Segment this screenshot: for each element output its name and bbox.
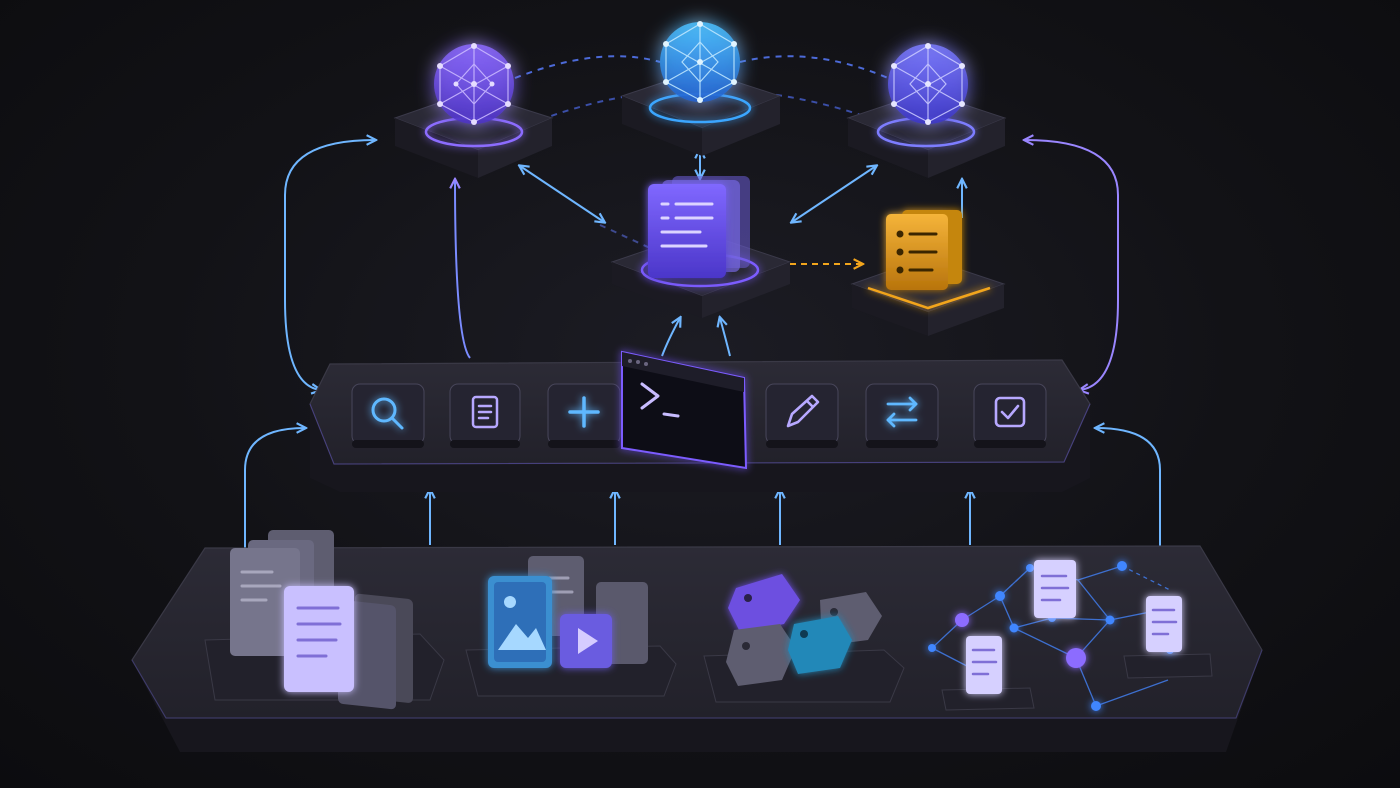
tag-icon bbox=[726, 574, 882, 686]
dashed-link-center-right bbox=[739, 55, 889, 79]
add-tool-button[interactable] bbox=[547, 383, 621, 448]
documents-source[interactable] bbox=[204, 530, 445, 710]
arrow-toolbar-hub-1 bbox=[661, 318, 680, 357]
network-sphere-icon bbox=[660, 21, 740, 103]
arrow-loop-left bbox=[284, 140, 375, 390]
data-sources-platform bbox=[131, 530, 1263, 752]
arrow-toolbar-model-left bbox=[455, 180, 471, 359]
document-icon bbox=[471, 395, 499, 429]
model-node-left[interactable] bbox=[393, 43, 554, 178]
image-video-icon bbox=[488, 556, 648, 668]
network-sphere-icon bbox=[434, 43, 514, 125]
model-node-right[interactable] bbox=[846, 43, 1007, 178]
model-node-center[interactable] bbox=[620, 21, 782, 156]
arrow-model-left-hub bbox=[520, 166, 604, 222]
network-sphere-icon bbox=[888, 43, 968, 125]
document-stack-icon bbox=[230, 530, 413, 710]
dashed-link-hub bbox=[599, 224, 651, 249]
dashed-link-left-right bbox=[539, 88, 871, 121]
arrow-source-right-toolbar bbox=[1096, 428, 1161, 548]
transfer-tool-button[interactable] bbox=[865, 383, 939, 448]
arrow-loop-right bbox=[1025, 140, 1119, 390]
document-tool-button[interactable] bbox=[449, 383, 521, 448]
edit-tool-button[interactable] bbox=[765, 383, 839, 448]
media-source[interactable] bbox=[465, 556, 677, 697]
checklist-scroll-icon bbox=[886, 210, 962, 290]
pencil-icon bbox=[786, 394, 820, 428]
arrow-toolbar-hub-2 bbox=[720, 318, 731, 357]
verify-tool-button[interactable] bbox=[973, 383, 1047, 448]
knowledge-graph-icon bbox=[928, 560, 1182, 711]
document-stack-icon bbox=[648, 176, 750, 278]
flow-arrows bbox=[244, 140, 1161, 548]
checkbox-icon bbox=[994, 396, 1026, 428]
context-hub-node[interactable] bbox=[610, 176, 792, 318]
search-icon bbox=[371, 397, 404, 430]
search-tool-button[interactable] bbox=[351, 383, 425, 448]
terminal-icon bbox=[640, 382, 680, 418]
arrow-source-left-toolbar bbox=[244, 428, 305, 548]
tool-bar bbox=[309, 350, 1091, 492]
swap-arrows-icon bbox=[886, 396, 918, 428]
tags-source[interactable] bbox=[703, 574, 905, 703]
terminal-tool-button[interactable] bbox=[621, 350, 748, 470]
task-list-node[interactable] bbox=[850, 210, 1006, 336]
dashed-link-left-center bbox=[514, 55, 661, 79]
model-connectors bbox=[514, 55, 889, 249]
arrow-model-right-hub bbox=[792, 166, 876, 222]
plus-icon bbox=[568, 396, 600, 428]
knowledge-graph-source[interactable] bbox=[928, 560, 1213, 711]
